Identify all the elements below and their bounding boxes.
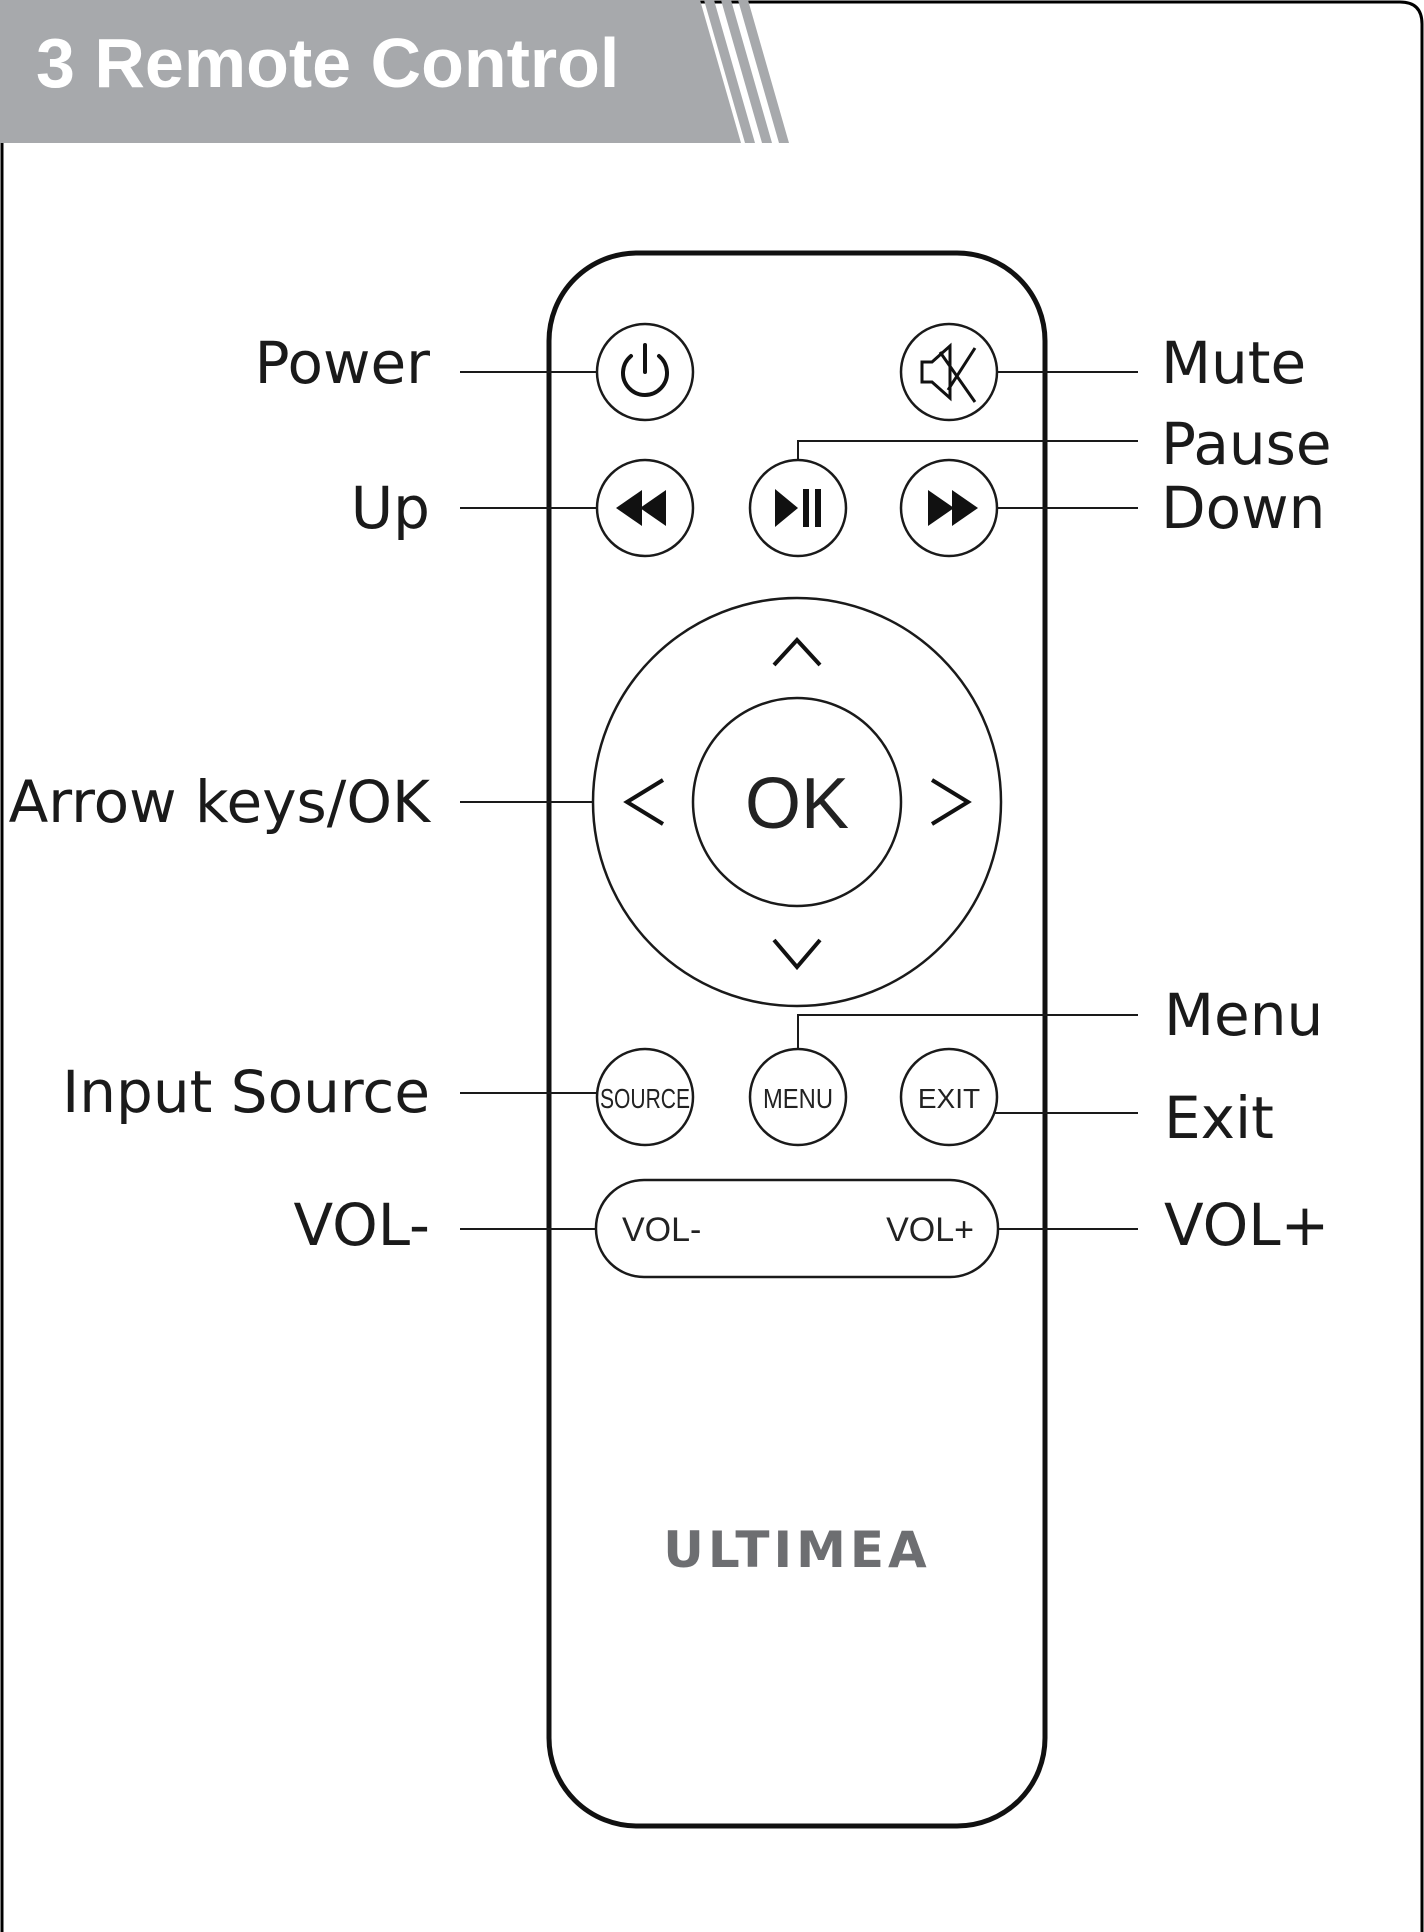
source-button-label: SOURCE xyxy=(600,1083,690,1114)
label-vol-minus: VOL- xyxy=(293,1191,430,1259)
menu-button-label: MENU xyxy=(763,1083,833,1114)
power-button[interactable] xyxy=(597,324,693,420)
fast-forward-button[interactable] xyxy=(901,460,997,556)
ok-button[interactable]: OK xyxy=(693,698,901,906)
exit-button[interactable]: EXIT xyxy=(901,1049,997,1145)
brand-logo: ULTIMEA xyxy=(663,1521,931,1579)
label-vol-plus: VOL+ xyxy=(1164,1191,1329,1259)
label-menu: Menu xyxy=(1164,981,1323,1049)
volume-rocker[interactable]: VOL- VOL+ xyxy=(596,1180,998,1277)
label-mute: Mute xyxy=(1161,329,1306,397)
label-arrow-keys-ok: Arrow keys/OK xyxy=(9,768,432,836)
label-pause: Pause xyxy=(1161,410,1332,478)
exit-button-label: EXIT xyxy=(918,1083,980,1114)
label-up: Up xyxy=(351,474,430,542)
menu-button[interactable]: MENU xyxy=(750,1049,846,1145)
label-exit: Exit xyxy=(1164,1084,1274,1152)
vol-plus-button-label: VOL+ xyxy=(886,1211,974,1249)
play-pause-button[interactable] xyxy=(750,460,846,556)
label-power: Power xyxy=(255,329,431,397)
source-button[interactable]: SOURCE xyxy=(597,1049,693,1145)
ok-button-label: OK xyxy=(745,764,849,844)
label-down: Down xyxy=(1161,474,1325,542)
vol-minus-button-label: VOL- xyxy=(622,1211,701,1249)
mute-button[interactable] xyxy=(901,324,997,420)
label-input-source: Input Source xyxy=(62,1058,430,1126)
rewind-button[interactable] xyxy=(597,460,693,556)
